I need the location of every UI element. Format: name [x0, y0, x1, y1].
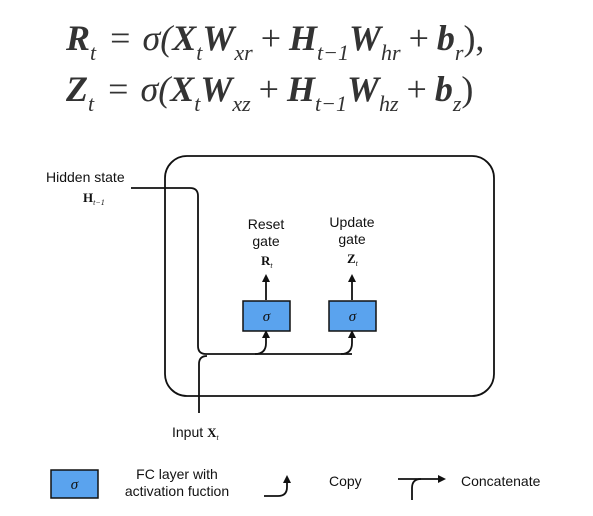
update-gate-sigma: σ [349, 309, 357, 325]
reset-gate-label-line1: Reset [248, 216, 285, 232]
reset-gate-fc-box [242, 300, 291, 332]
eq-z-x-sub: t [194, 91, 201, 116]
eq-r-w2: W [349, 18, 384, 58]
eq-r-h-sub: t−1 [317, 40, 349, 65]
update-gate-symbol: Zt [347, 251, 359, 268]
eq-r-equals: = [110, 18, 130, 58]
eq-z-b-sub: z [452, 91, 462, 116]
equation-reset-gate: Rt=σ(XtWxr+Ht−1Whr+br), [65, 18, 484, 65]
legend: σ FC layer with activation fuction Copy … [50, 466, 541, 500]
legend-copy-icon [264, 475, 291, 497]
equation-update-gate: Zt=σ(XtWxz+Ht−1Whz+bz) [65, 69, 473, 116]
update-branch-wire [340, 330, 356, 355]
hidden-state-wire [131, 187, 352, 355]
svg-text:Rt=σ(XtWxr+Ht−1Whr+br),: Rt=σ(XtWxr+Ht−1Whr+br), [65, 18, 484, 65]
eq-z-w2: W [347, 69, 382, 109]
eq-r-plus1: + [261, 18, 281, 58]
eq-r-close: ), [463, 18, 484, 58]
legend-fc-line2: activation fuction [125, 483, 229, 499]
reset-gate-fc: σ [242, 300, 291, 332]
legend-concatenate-icon [411, 475, 446, 500]
legend-fc-box [50, 469, 99, 499]
gru-cell-box [164, 155, 495, 397]
update-gate-fc-box [328, 300, 377, 332]
update-gate-fc: σ [328, 300, 377, 332]
update-gate-label-line1: Update [329, 214, 374, 230]
eq-z-plus1: + [259, 69, 279, 109]
hidden-state-label: Hidden state [46, 169, 125, 185]
eq-r-w1: W [202, 18, 237, 58]
eq-z-w2-sub: hz [379, 91, 399, 116]
eq-r-plus2: + [409, 18, 429, 58]
eq-r-h: H [288, 18, 318, 58]
legend-copy-label: Copy [329, 473, 362, 489]
legend-fc-line1: FC layer with [136, 466, 218, 482]
reset-branch-wire [254, 330, 270, 355]
eq-z-function: σ( [140, 69, 172, 109]
eq-r-w1-sub: xr [233, 40, 253, 65]
eq-r-lhs: R [65, 18, 90, 58]
eq-z-lhs-sub: t [88, 91, 95, 116]
eq-z-close: ) [461, 69, 473, 109]
legend-concatenate-label: Concatenate [461, 473, 541, 489]
reset-gate-sigma: σ [263, 309, 271, 325]
input-wire [198, 355, 208, 413]
eq-r-b: b [437, 18, 455, 58]
reset-gate-symbol: Rt [261, 253, 273, 270]
eq-z-equals: = [108, 69, 128, 109]
eq-r-b-sub: r [455, 40, 464, 65]
hidden-state-symbol: Ht−1 [83, 190, 105, 207]
eq-r-x: X [171, 18, 197, 58]
eq-z-w1: W [200, 69, 235, 109]
eq-z-b: b [435, 69, 453, 109]
reset-gate-label-line2: gate [252, 233, 279, 249]
eq-z-w1-sub: xz [231, 91, 251, 116]
eq-z-plus2: + [407, 69, 427, 109]
eq-r-lhs-sub: t [90, 40, 97, 65]
update-gate-label-line2: gate [338, 231, 365, 247]
eq-r-function: σ( [142, 18, 174, 58]
svg-text:Zt=σ(XtWxz+Ht−1Whz+bz): Zt=σ(XtWxz+Ht−1Whz+bz) [65, 69, 473, 116]
eq-r-w2-sub: hr [381, 40, 401, 65]
eq-z-h-sub: t−1 [315, 91, 347, 116]
legend-fc-sigma: σ [71, 477, 79, 493]
eq-z-lhs: Z [65, 69, 88, 109]
eq-z-h: H [286, 69, 316, 109]
eq-r-x-sub: t [196, 40, 203, 65]
eq-z-x: X [169, 69, 195, 109]
